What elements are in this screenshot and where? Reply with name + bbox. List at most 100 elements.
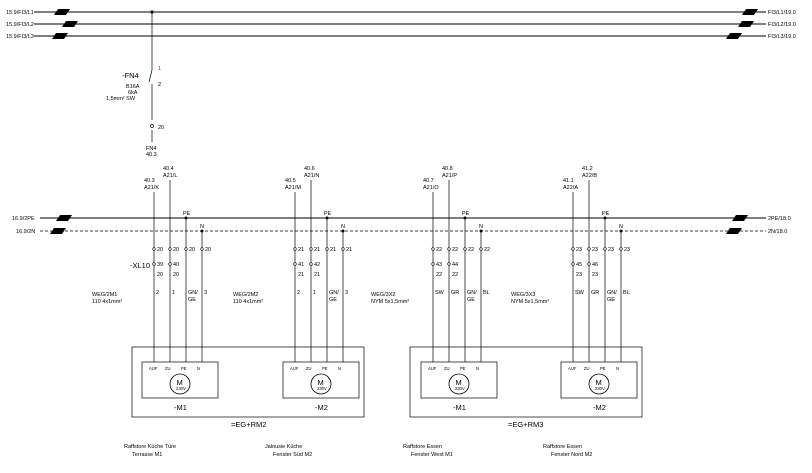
cable-core-4-4: BL (623, 290, 630, 296)
pe-label-4: PE (602, 211, 610, 217)
desc-line2-4: Fenster Nord M2 (551, 452, 592, 458)
cable-core-4-3: GN/ (607, 290, 617, 296)
terminal-3-2 (447, 247, 451, 251)
ref-c-3: 40.8 (442, 166, 453, 172)
terminal-1-2 (168, 247, 172, 251)
breaker-term-mid: 2 (158, 82, 161, 88)
cable-core-3-2: GR (451, 290, 459, 296)
motor-symbol-3: M (456, 378, 462, 387)
motor-symbol-1: M (177, 378, 183, 387)
ref-c-2: 40.6 (304, 166, 315, 172)
breaker-term-top: 1 (158, 66, 161, 72)
bus-l1-left-label: 15.9/FI3/L1 (6, 10, 34, 16)
terminal-top-3-3: 22 (468, 247, 474, 253)
motor-term-1-4: N (197, 366, 200, 371)
desc-line1-4: Raffstore Essen (543, 444, 582, 450)
cable-core-1-2: 1 (172, 290, 175, 296)
location-label-rm2: =EG+RM2 (231, 420, 266, 429)
terminal-mid-3-2 (447, 262, 451, 266)
motor-term-2-3: PE (322, 366, 328, 371)
n-label-4: N (619, 224, 623, 230)
ref-a-3: 40.7 (423, 178, 434, 184)
n-label-1: N (200, 224, 204, 230)
terminal-top-1-2: 20 (173, 247, 179, 253)
terminal-4-2 (587, 247, 591, 251)
terminal-top-3-1: 22 (436, 247, 442, 253)
breaker-terminal (150, 124, 154, 128)
motor-term-4-2: ZU (584, 366, 590, 371)
bus-l3-left-label: 15.9/FI3/L3 (6, 34, 34, 40)
pe-junction-2 (325, 216, 329, 220)
motor-term-2-1: AUF (290, 366, 299, 371)
n-junction-4 (619, 229, 623, 233)
terminal-mid-label-2-1: 41 (298, 262, 304, 268)
terminal-3-3 (463, 247, 467, 251)
motor-term-3-1: AUF (428, 366, 437, 371)
breaker-name: -FN4 (122, 71, 139, 80)
breaker-term-bottom: 20 (158, 125, 164, 131)
pe-junction-4 (603, 216, 607, 220)
motor-box-1 (141, 361, 219, 399)
terminal-top-2-3: 21 (330, 247, 336, 253)
cable-core-3-3: GN/ (467, 290, 477, 296)
terminal-mid-label-3-1: 43 (436, 262, 442, 268)
pe-label-3: PE (462, 211, 470, 217)
motor-term-1-3: PE (181, 366, 187, 371)
breaker-cable: 1,5mm² SW (106, 96, 136, 102)
cable-core-1-4: 3 (204, 290, 207, 296)
n-junction-2 (341, 229, 345, 233)
cable-core-ge-4: GE (607, 297, 615, 303)
cable-spec-3: NYM 5x1,5mm² (371, 299, 409, 305)
motor-name-3: -M1 (453, 403, 466, 412)
cable-core-1-3: GN/ (188, 290, 198, 296)
terminal-bot-label-3-1: 22 (436, 272, 442, 278)
terminal-mid-1-2 (168, 262, 172, 266)
breaker-contact (148, 69, 153, 83)
motor-name-4: -M2 (593, 403, 606, 412)
bus-arrow-markers (50, 9, 758, 234)
motor-term-3-2: ZU (444, 366, 450, 371)
motor-voltage-3: 230V (455, 386, 465, 391)
terminal-mid-label-4-2: 46 (592, 262, 598, 268)
motor-voltage-1: 230V (176, 386, 186, 391)
motor-icon-1 (169, 373, 191, 395)
breaker-ref-name: FN4 (146, 146, 156, 152)
ref-b-4: A22/A (563, 185, 578, 191)
cable-core-4-2: GR (591, 290, 599, 296)
cable-core-3-4: BL (483, 290, 490, 296)
terminal-3-1 (431, 247, 435, 251)
terminal-top-2-2: 21 (314, 247, 320, 253)
terminal-mid-3-1 (431, 262, 435, 266)
location-box-rm2 (131, 346, 365, 418)
pe-label-2: PE (324, 211, 332, 217)
bus-l1-right-label: FI3/L1/19.0 (768, 10, 796, 16)
terminal-mid-label-3-2: 44 (452, 262, 458, 268)
ref-a-4: 41.1 (563, 178, 574, 184)
motor-voltage-4: 230V (595, 386, 605, 391)
terminal-top-4-2: 23 (592, 247, 598, 253)
terminal-1-4 (200, 247, 204, 251)
ref-c-1: 40.4 (163, 166, 174, 172)
motor-term-4-3: PE (600, 366, 606, 371)
terminal-1-3 (184, 247, 188, 251)
terminal-bot-label-2-2: 21 (314, 272, 320, 278)
motor-box-2 (282, 361, 360, 399)
cable-core-2-2: 1 (313, 290, 316, 296)
terminal-mid-2-1 (293, 262, 297, 266)
cable-spec-2: 110 4x1mm² (233, 299, 263, 305)
cable-name-1: WEG/2M1 (92, 292, 117, 298)
bus-pe-left-label: 16.9/2PE (12, 216, 35, 222)
cable-spec-4: NYM 5x1,5mm² (511, 299, 549, 305)
terminal-4-4 (619, 247, 623, 251)
motor-term-1-2: ZU (165, 366, 171, 371)
motor-symbol-2: M (318, 378, 324, 387)
terminal-top-2-4: 21 (346, 247, 352, 253)
bus-l2-left-label: 15.9/FI3/L2 (6, 22, 34, 28)
terminal-bot-label-3-2: 22 (452, 272, 458, 278)
terminal-top-4-3: 23 (608, 247, 614, 253)
breaker-rating: B16A (126, 84, 140, 90)
terminal-3-4 (479, 247, 483, 251)
motor-term-3-4: N (476, 366, 479, 371)
terminal-top-4-1: 23 (576, 247, 582, 253)
breaker-capacity: 6kA (128, 90, 138, 96)
